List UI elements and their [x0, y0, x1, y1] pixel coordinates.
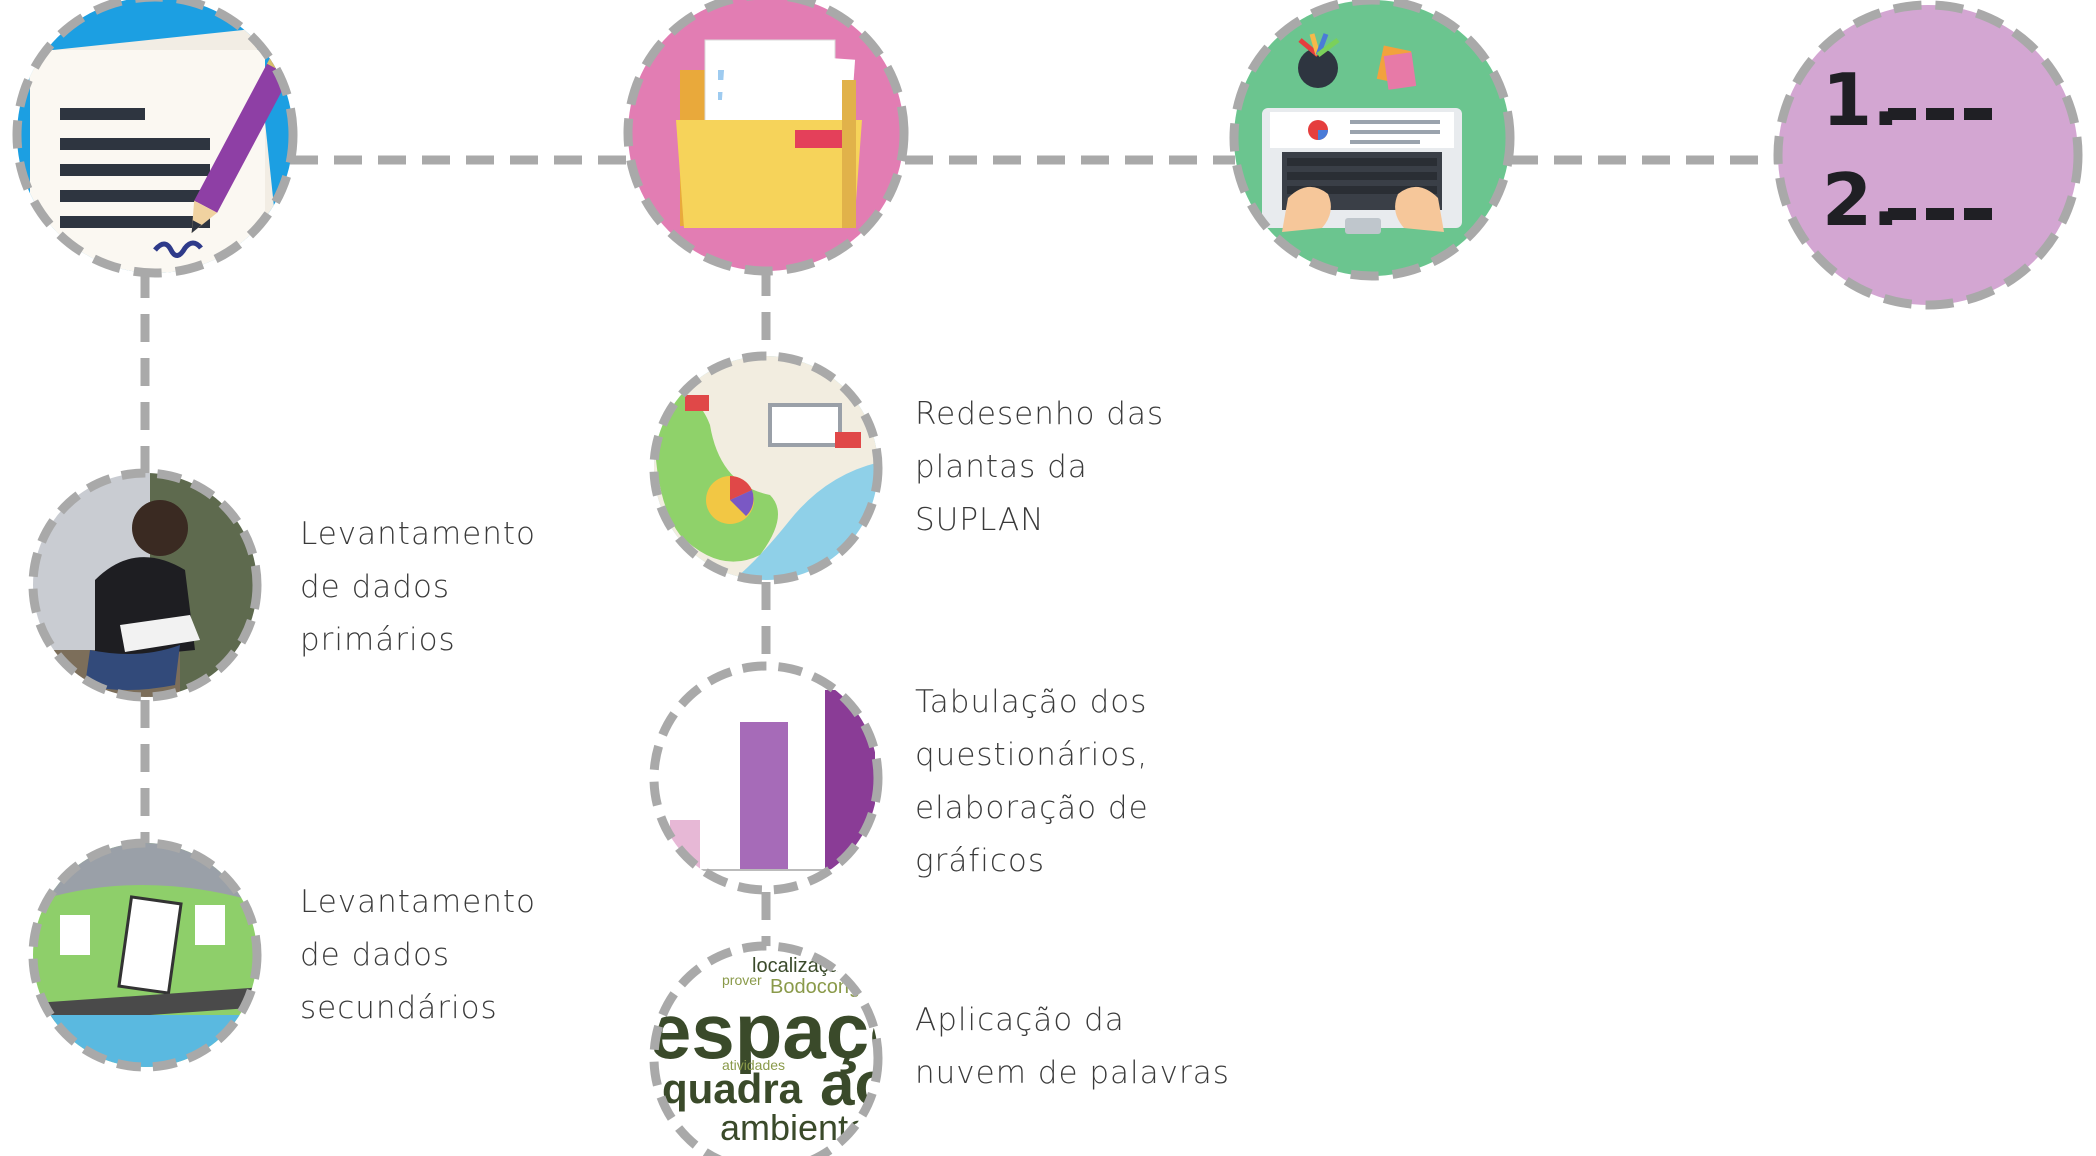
- label-line: plantas da: [915, 449, 1088, 485]
- substep-chart-circle: [649, 661, 883, 895]
- laptop-typing-icon: [1262, 33, 1462, 234]
- secondary-data-label: Levantamento de dados secundários: [300, 876, 536, 1035]
- substep-primary-data-circle: [28, 468, 262, 702]
- label-line: de dados: [300, 569, 451, 605]
- step-document-circle: [12, 0, 298, 278]
- wordcloud-label: Aplicação da nuvem de palavras: [915, 994, 1230, 1100]
- wordcloud-word: espaço: [648, 987, 917, 1075]
- wordcloud-word: quadra: [662, 1065, 803, 1112]
- label-line: primários: [300, 622, 456, 658]
- wordcloud-word: localização: [752, 955, 851, 977]
- wordcloud-word: Bodocong: [770, 976, 860, 998]
- label-line: elaboração de: [915, 790, 1149, 826]
- substep-secondary-data-circle: [28, 838, 262, 1072]
- label-line: secundários: [300, 990, 498, 1026]
- tabulation-label: Tabulação dos questionários, elaboração …: [915, 676, 1149, 888]
- label-line: questionários,: [915, 737, 1149, 773]
- wordcloud-word: prover: [722, 972, 762, 988]
- person-surveying-photo: [33, 473, 257, 697]
- label-line: Levantamento: [300, 884, 536, 920]
- folder-icon: [676, 39, 862, 228]
- list-item-2-number: 2.: [1822, 158, 1899, 242]
- connector-lines: [140, 155, 1780, 948]
- label-line: gráficos: [915, 843, 1046, 879]
- primary-data-label: Levantamento de dados primários: [300, 508, 536, 667]
- label-line: de dados: [300, 937, 451, 973]
- label-line: nuvem de palavras: [915, 1055, 1230, 1091]
- label-line: Redesenho das: [915, 396, 1165, 432]
- wordcloud-word: atividades: [722, 1057, 785, 1073]
- label-line: Tabulação dos: [915, 684, 1148, 720]
- document-signature-icon: [26, 28, 293, 273]
- list-item-1-number: 1.: [1822, 58, 1899, 142]
- word-cloud-image: localização Bodocong espaço quadra ambie…: [648, 946, 917, 1156]
- wordcloud-word: Vida: [655, 949, 677, 990]
- label-line: Levantamento: [300, 516, 536, 552]
- label-line: SUPLAN: [915, 502, 1045, 538]
- bar-chart-image: [654, 666, 878, 890]
- step-folder-circle: [623, 0, 909, 276]
- map-redesign-label: Redesenho das plantas da SUPLAN: [915, 388, 1164, 547]
- substep-map-circle: [649, 351, 883, 585]
- step-list-circle: 1. 2.: [1773, 0, 2083, 310]
- step-laptop-circle: [1229, 0, 1515, 281]
- map-redesign-image: [654, 356, 878, 580]
- substep-wordcloud-circle: localização Bodocong espaço quadra ambie…: [648, 941, 917, 1156]
- numbered-list-icon: 1. 2.: [1822, 58, 1992, 242]
- label-line: Aplicação da: [915, 1002, 1125, 1038]
